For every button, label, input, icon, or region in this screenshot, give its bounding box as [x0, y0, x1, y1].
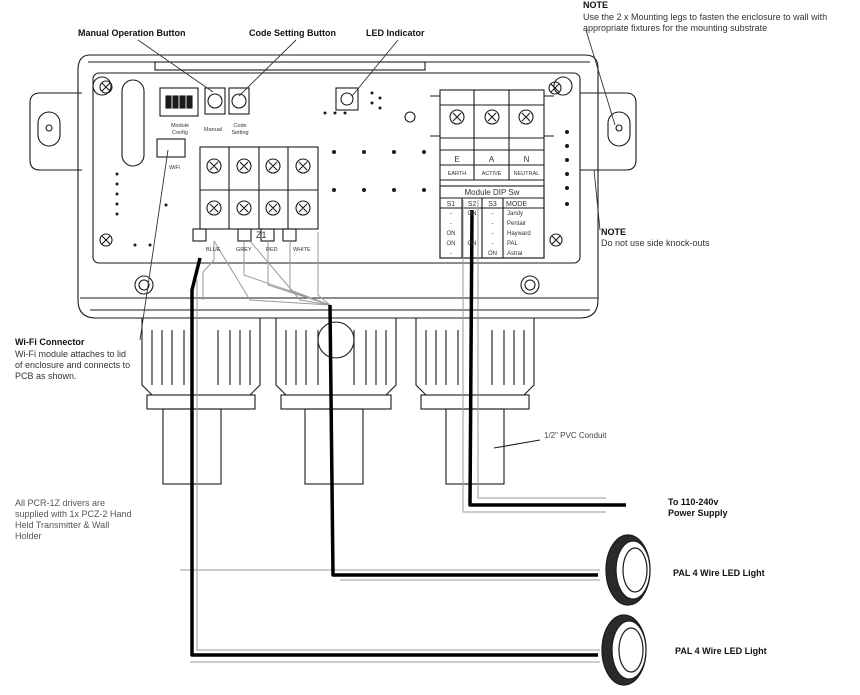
- led-indicator-callout: LED Indicator: [366, 28, 425, 38]
- cable-light-1: [328, 304, 598, 577]
- wifi-callout-line-2: of enclosure and connects to: [15, 360, 131, 370]
- dip-cell: -: [450, 211, 452, 217]
- code-button: [231, 93, 247, 109]
- dip-mode: Pentair: [507, 221, 527, 227]
- dip-cell: -: [491, 241, 494, 247]
- dip-header-s2: S2: [467, 201, 477, 208]
- dip-cell: -: [471, 221, 473, 227]
- gland-right: [415, 318, 535, 396]
- mounting-leg-right: [580, 92, 637, 171]
- wire-white-label: WHITE: [293, 247, 311, 253]
- note-top-title: NOTE: [583, 0, 609, 10]
- dip-header-s1: S1: [446, 201, 456, 208]
- pcb-board: [92, 72, 581, 264]
- dip-cell: -: [491, 211, 494, 217]
- dip-mode: Jandy: [507, 211, 524, 217]
- drivers-note-line-2: supplied with 1x PCZ-2 Hand: [15, 509, 132, 519]
- dip-cell: ON: [446, 241, 456, 247]
- dip-cell: ON: [467, 211, 477, 217]
- z1-label: Z1: [256, 230, 267, 240]
- dip-cell: -: [491, 231, 494, 237]
- wire-grey-label: GREY: [236, 247, 252, 253]
- gland-left: [141, 318, 261, 396]
- drivers-note-line-3: Held Transmitter & Wall: [15, 520, 110, 530]
- dip-mode: Astral: [507, 251, 523, 257]
- wire-red-label: RED: [266, 247, 278, 253]
- note-side-title: NOTE: [601, 227, 627, 237]
- code-button-callout: Code Setting Button: [249, 28, 336, 38]
- dip-mode: Hayward: [507, 231, 531, 237]
- wifi-board-label: WiFi: [169, 165, 180, 171]
- terminal-active: ACTIVE: [481, 171, 502, 177]
- manual-button-callout: Manual Operation Button: [78, 28, 186, 38]
- dip-cell: ON: [446, 231, 456, 237]
- cable-light-2: [190, 257, 598, 657]
- dip-switch-table: [439, 185, 545, 259]
- wifi-callout-line-1: Wi-Fi module attaches to lid: [15, 349, 127, 359]
- mount-slot-left: [37, 111, 61, 147]
- wifi-connector: [156, 138, 186, 158]
- led-indicator: [335, 87, 359, 111]
- module-config-switch: [159, 87, 199, 117]
- wire-blue-label: BLUE: [206, 247, 221, 253]
- dip-cell: -: [450, 251, 452, 257]
- manual-button-housing: [204, 87, 226, 115]
- terminal-earth: EARTH: [447, 171, 467, 177]
- dip-cell: -: [491, 221, 494, 227]
- power-supply-line-1: To 110-240v: [668, 497, 719, 507]
- terminal-letter-e: E: [454, 155, 460, 164]
- manual-button: [207, 93, 223, 109]
- conduit-right: [445, 408, 505, 485]
- drivers-note-line-4: Holder: [15, 531, 42, 541]
- note-top-line-1: Use the 2 x Mounting legs to fasten the …: [583, 12, 828, 22]
- manual-label: Manual: [204, 127, 223, 133]
- enclosure-outline: [77, 54, 599, 319]
- gland-middle: [275, 318, 397, 396]
- note-side-text: Do not use side knock-outs: [601, 238, 710, 248]
- dip-cell: ON: [467, 241, 477, 247]
- dip-table-title: Module DIP Sw: [464, 188, 520, 197]
- mounting-leg-left: [29, 92, 82, 171]
- terminal-letter-a: A: [488, 155, 495, 164]
- power-supply-line-2: Power Supply: [668, 508, 728, 518]
- terminal-neutral: NEUTRAL: [513, 171, 540, 177]
- wifi-callout-title: Wi-Fi Connector: [15, 337, 85, 347]
- conduit-label: 1/2" PVC Conduit: [544, 431, 607, 440]
- drivers-note-line-1: All PCR-1Z drivers are: [15, 498, 106, 508]
- dip-cell: -: [471, 231, 473, 237]
- code-button-housing: [228, 87, 250, 115]
- dip-cell: -: [450, 221, 452, 227]
- terminal-letter-n: N: [523, 155, 530, 164]
- cable-mains: [468, 209, 626, 507]
- dip-cell: -: [471, 251, 473, 257]
- dip-cell: ON: [488, 251, 497, 257]
- dip-header-s3: S3: [488, 201, 497, 208]
- note-top-line-2: appropriate fixtures for the mounting su…: [583, 23, 768, 33]
- led-light-1-label: PAL 4 Wire LED Light: [673, 568, 765, 578]
- wifi-callout-line-3: PCB as shown.: [15, 371, 77, 381]
- led-light-2-label: PAL 4 Wire LED Light: [675, 646, 767, 656]
- mount-slot-right: [607, 111, 631, 147]
- dip-mode: PAL: [507, 241, 518, 247]
- dip-header-mode: MODE: [506, 201, 527, 208]
- conduit-middle: [304, 408, 364, 485]
